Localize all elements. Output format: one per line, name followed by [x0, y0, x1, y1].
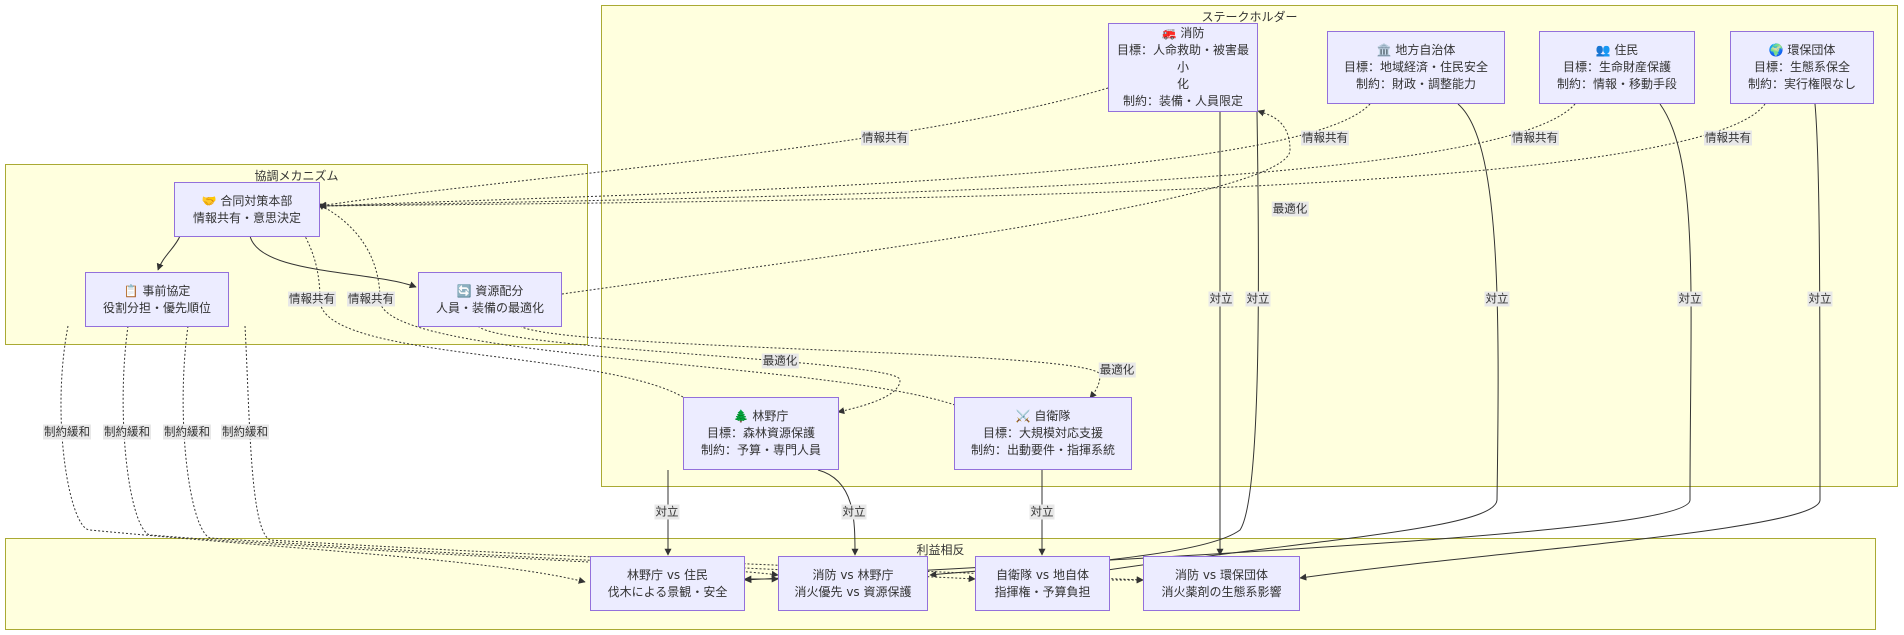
edge-label-conflict-fire-2: 対立 — [1245, 291, 1271, 307]
refresh-icon: 🔄 — [456, 283, 472, 298]
edge-label-conflict-envgroup: 対立 — [1807, 291, 1833, 307]
node-residents-line2: 制約：情報・移動手段 — [1556, 77, 1677, 91]
globe-icon: 🌍 — [1768, 43, 1784, 57]
node-c4-line2: 消火薬剤の生態系影響 — [1161, 584, 1282, 599]
node-fire-title: 🚒 消防 — [1161, 26, 1205, 40]
node-fire-line2: 化 — [1176, 77, 1189, 91]
edge-label-relax-2: 制約緩和 — [103, 424, 151, 440]
edge-label-relax-1: 制約緩和 — [43, 424, 91, 440]
edge-label-info-sdf: 情報共有 — [347, 291, 395, 307]
node-sdf-title: ⚔️ 自衛隊 — [1015, 409, 1071, 423]
node-localgov[interactable]: 🏛️ 地方自治体 目標：地域経済・住民安全 制約：財政・調整能力 — [1327, 31, 1505, 104]
cluster-title-conflicts: 利益相反 — [916, 543, 965, 557]
node-fire-line3: 制約：装備・人員限定 — [1122, 94, 1243, 108]
node-hq[interactable]: 🤝 合同対策本部 情報共有・意思決定 — [174, 182, 320, 237]
handshake-icon: 🤝 — [201, 193, 217, 208]
edge-label-optimize-forestry: 最適化 — [761, 353, 799, 369]
fire-truck-icon: 🚒 — [1161, 26, 1177, 40]
node-agreement-line1: 役割分担・優先順位 — [102, 300, 211, 315]
node-envgroup[interactable]: 🌍 環保団体 目標：生態系保全 制約：実行権限なし — [1730, 31, 1874, 104]
node-allocation-title: 🔄 資源配分 — [456, 283, 524, 298]
node-sdf-line2: 制約：出動要件・指揮系統 — [970, 443, 1115, 457]
node-forestry[interactable]: 🌲 林野庁 目標：森林資源保護 制約：予算・専門人員 — [683, 397, 839, 470]
edge-label-conflict-residents: 対立 — [1677, 291, 1703, 307]
edge-label-info-forestry: 情報共有 — [288, 291, 336, 307]
node-forestry-line1: 目標：森林資源保護 — [706, 426, 815, 440]
node-localgov-line1: 目標：地域経済・住民安全 — [1343, 60, 1488, 74]
node-forestry-line2: 制約：予算・専門人員 — [700, 443, 821, 457]
node-envgroup-line1: 目標：生態系保全 — [1753, 60, 1850, 74]
government-building-icon: 🏛️ — [1376, 43, 1392, 57]
node-envgroup-line2: 制約：実行権限なし — [1747, 77, 1856, 91]
crossed-swords-icon: ⚔️ — [1015, 409, 1031, 423]
tree-icon: 🌲 — [733, 409, 749, 423]
node-hq-line1: 情報共有・意思決定 — [192, 210, 301, 225]
node-residents-line1: 目標：生命財産保護 — [1562, 60, 1671, 74]
node-hq-title: 🤝 合同対策本部 — [201, 193, 293, 208]
people-icon: 👥 — [1595, 43, 1611, 57]
edge-label-conflict-forestry-1: 対立 — [654, 504, 680, 520]
node-c3-line1: 自衛隊 vs 地自体 — [996, 567, 1089, 582]
edge-label-info-localgov: 情報共有 — [1301, 130, 1349, 146]
node-forestry-title: 🌲 林野庁 — [733, 409, 789, 423]
node-c1-line2: 伐木による景観・安全 — [607, 584, 728, 599]
node-c2-line2: 消火優先 vs 資源保護 — [794, 584, 912, 599]
node-allocation-line1: 人員・装備の最適化 — [435, 300, 544, 315]
node-conflict-sdf-localgov[interactable]: 自衛隊 vs 地自体 指揮権・予算負担 — [975, 556, 1110, 611]
edge-label-relax-3: 制約緩和 — [163, 424, 211, 440]
node-localgov-line2: 制約：財政・調整能力 — [1355, 77, 1476, 91]
edge-label-optimize-fire: 最適化 — [1271, 201, 1309, 217]
cluster-title-coordination: 協調メカニズム — [254, 169, 339, 183]
edge-label-conflict-forestry-2: 対立 — [841, 504, 867, 520]
node-c1-line1: 林野庁 vs 住民 — [627, 567, 708, 582]
node-sdf[interactable]: ⚔️ 自衛隊 目標：大規模対応支援 制約：出動要件・指揮系統 — [954, 397, 1132, 470]
node-fire-line1: 目標：人命救助・被害最小 — [1116, 43, 1249, 74]
node-envgroup-title: 🌍 環保団体 — [1768, 43, 1836, 57]
node-agreement[interactable]: 📋 事前協定 役割分担・優先順位 — [85, 272, 229, 327]
cluster-conflicts: 利益相反 — [5, 538, 1876, 630]
node-conflict-forestry-residents[interactable]: 林野庁 vs 住民 伐木による景観・安全 — [590, 556, 745, 611]
node-sdf-line1: 目標：大規模対応支援 — [982, 426, 1103, 440]
clipboard-icon: 📋 — [123, 283, 139, 298]
edge-label-conflict-sdf: 対立 — [1029, 504, 1055, 520]
edge-label-conflict-localgov: 対立 — [1484, 291, 1510, 307]
node-residents[interactable]: 👥 住民 目標：生命財産保護 制約：情報・移動手段 — [1539, 31, 1695, 104]
node-conflict-fire-envgroup[interactable]: 消防 vs 環保団体 消火薬剤の生態系影響 — [1143, 556, 1300, 611]
node-localgov-title: 🏛️ 地方自治体 — [1376, 43, 1456, 57]
node-c4-line1: 消防 vs 環保団体 — [1175, 567, 1268, 582]
node-fire[interactable]: 🚒 消防 目標：人命救助・被害最小 化 制約：装備・人員限定 — [1108, 23, 1258, 112]
cluster-title-stakeholders: ステークホルダー — [1201, 10, 1298, 24]
edge-label-conflict-fire-1: 対立 — [1208, 291, 1234, 307]
node-c3-line2: 指揮権・予算負担 — [994, 584, 1091, 599]
node-c2-line1: 消防 vs 林野庁 — [812, 567, 894, 582]
edge-label-optimize-sdf: 最適化 — [1098, 362, 1136, 378]
node-residents-title: 👥 住民 — [1595, 43, 1639, 57]
node-allocation[interactable]: 🔄 資源配分 人員・装備の最適化 — [418, 272, 562, 327]
node-agreement-title: 📋 事前協定 — [123, 283, 191, 298]
edge-label-info-residents: 情報共有 — [1511, 130, 1559, 146]
node-conflict-fire-forestry[interactable]: 消防 vs 林野庁 消火優先 vs 資源保護 — [778, 556, 928, 611]
edge-label-info-envgroup: 情報共有 — [1704, 130, 1752, 146]
edge-label-relax-4: 制約緩和 — [221, 424, 269, 440]
edge-label-info-fire: 情報共有 — [861, 130, 909, 146]
